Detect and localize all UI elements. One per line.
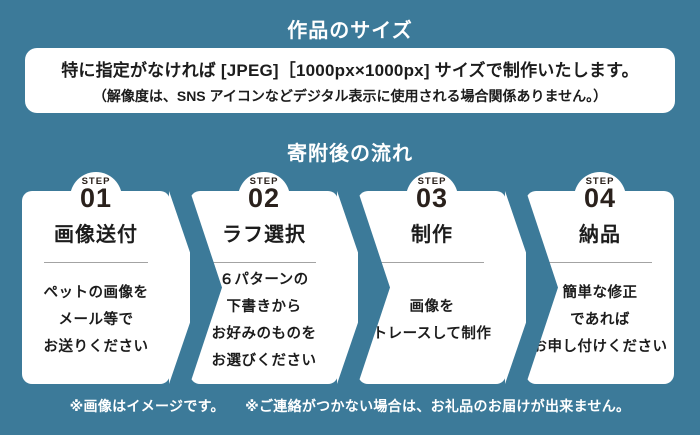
step-2: ラフ選択 ６パターンの下書きからお好みのものをお選びください STEP 02	[190, 172, 370, 384]
divider-line	[548, 262, 652, 263]
step-label: STEP	[585, 176, 615, 187]
step-number: 01	[79, 183, 113, 213]
size-resolution-note: （解像度は、SNS アイコンなどデジタル表示に使用される場合関係ありません。）	[92, 87, 608, 104]
description-line: トレースして制作	[372, 325, 492, 342]
divider-line	[44, 262, 148, 263]
description-line: 簡単な修正	[562, 285, 638, 301]
description-line: ６パターンの	[219, 271, 309, 288]
divider-line	[380, 262, 484, 263]
step-3: 制作 画像をトレースして制作 STEP 03	[358, 172, 538, 384]
step-3-title: 制作	[411, 224, 453, 246]
description-line: お選びください	[211, 352, 317, 369]
divider-line	[212, 262, 316, 263]
step-4: 納品 簡単な修正であればお申し付けください STEP 04	[526, 172, 700, 384]
step-2-title: ラフ選択	[222, 224, 306, 246]
footer-notes: ※画像はイメージです。 ※ご連絡がつかない場合は、お礼品のお届けが出来ません。	[0, 396, 700, 416]
step-label: STEP	[417, 176, 447, 187]
description-line: お送りください	[43, 339, 149, 355]
footer-note-contact: ※ご連絡がつかない場合は、お礼品のお届けが出来ません。	[245, 398, 631, 414]
description-line: 画像を	[409, 298, 455, 315]
step-1-badge: STEP 01	[70, 172, 122, 224]
step-4-description: 簡単な修正であればお申し付けください	[526, 263, 674, 384]
step-3-badge: STEP 03	[406, 172, 458, 224]
step-1: 画像送付 ペットの画像をメール等でお送りください STEP 01	[22, 172, 202, 384]
description-line: であれば	[570, 312, 630, 328]
step-4-title: 納品	[579, 224, 621, 246]
size-info-box: 特に指定がなければ [JPEG]［1000px×1000px] サイズで制作いた…	[25, 48, 675, 113]
step-label: STEP	[81, 176, 111, 187]
step-label: STEP	[249, 176, 279, 187]
description-line: 下書きから	[226, 298, 302, 315]
step-2-description: ６パターンの下書きからお好みのものをお選びください	[190, 263, 338, 384]
step-number: 03	[415, 183, 449, 213]
size-section-title: 作品のサイズ	[287, 20, 413, 42]
step-number: 04	[583, 183, 617, 213]
step-3-description: 画像をトレースして制作	[358, 263, 506, 384]
description-line: お申し付けください	[532, 339, 668, 355]
description-line: ペットの画像を	[43, 285, 149, 301]
footer-note-image: ※画像はイメージです。	[69, 398, 225, 414]
step-number: 02	[247, 183, 281, 213]
flow-section-title: 寄附後の流れ	[287, 143, 413, 165]
description-line: お好みのものを	[211, 325, 317, 342]
step-1-description: ペットの画像をメール等でお送りください	[22, 263, 170, 384]
step-1-title: 画像送付	[54, 224, 138, 246]
size-spec-text: 特に指定がなければ [JPEG]［1000px×1000px] サイズで制作いた…	[61, 60, 639, 80]
step-2-badge: STEP 02	[238, 172, 290, 224]
step-4-badge: STEP 04	[574, 172, 626, 224]
description-line: メール等で	[58, 312, 134, 328]
